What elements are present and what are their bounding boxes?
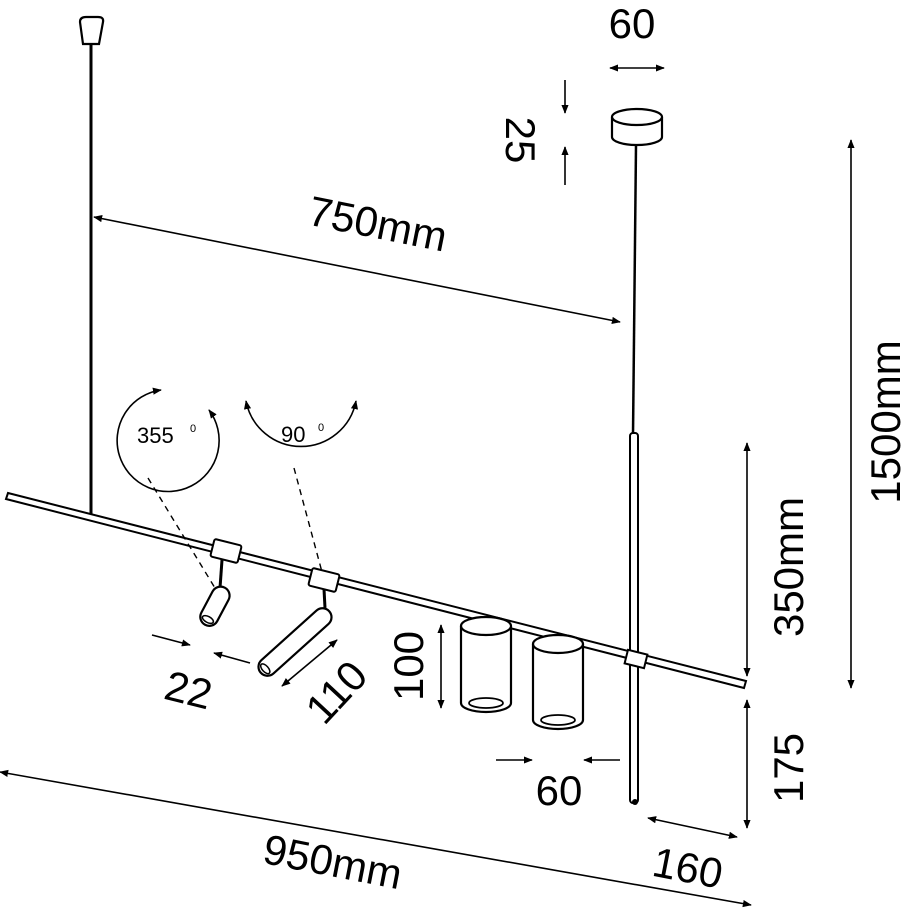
tilt-degree-mark: 0 [318, 422, 324, 434]
dim-spot-diameter-right [213, 651, 251, 664]
dim-rod-offset [647, 816, 738, 839]
tilt-angle-label: 90 [281, 422, 305, 447]
label-bar-drop: 350mm [765, 497, 812, 637]
label-total-length: 950mm [260, 825, 406, 898]
rotation-angle-label: 355 [137, 423, 174, 448]
spotlight-long [257, 567, 341, 677]
dim-spot-diameter-left [151, 634, 191, 647]
label-rod-spacing: 750mm [305, 187, 452, 261]
label-total-height: 1500mm [862, 340, 904, 503]
cylinder-lamp-2 [531, 633, 585, 731]
label-spot-diameter: 22 [160, 661, 217, 718]
label-cylinder-diameter: 60 [536, 767, 583, 814]
dim-rod-spacing [93, 215, 621, 324]
label-cylinder-height: 100 [385, 631, 432, 701]
tilt-indicator: 90 0 [244, 400, 358, 573]
label-canopy-height: 25 [497, 117, 544, 164]
cylinder-lamp-1 [459, 615, 513, 714]
dim-total-length [0, 769, 752, 908]
label-canopy-width: 60 [609, 0, 656, 47]
dim-spot-length [281, 639, 338, 687]
dimension-lines [0, 64, 855, 908]
left-suspension [78, 15, 105, 514]
rotation-degree-mark: 0 [190, 423, 196, 435]
dimension-labels: 60 25 750mm 1500mm 350mm 175 22 110 100 … [160, 0, 904, 898]
label-rod-below: 175 [765, 733, 812, 803]
rotation-indicator: 355 0 [116, 387, 220, 589]
spotlight-small [199, 538, 243, 627]
right-canopy [610, 107, 664, 805]
